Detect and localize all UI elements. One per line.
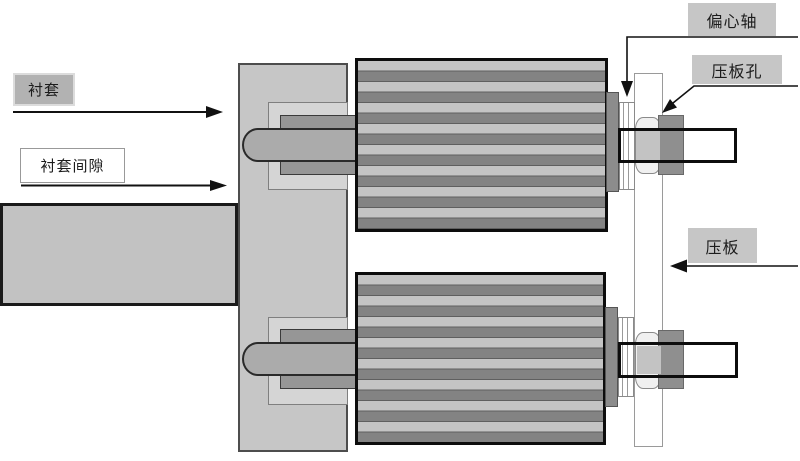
label-eccentric-shaft-text: 偏心轴 <box>706 11 758 31</box>
label-bushing-clearance: 衬套间隙 <box>20 148 125 183</box>
bolt-top <box>242 128 357 162</box>
label-eccentric-shaft: 偏心轴 <box>688 3 776 36</box>
input-shaft <box>0 203 238 306</box>
eccentric-stud-top <box>618 128 737 163</box>
label-bushing-clearance-text: 衬套间隙 <box>40 157 105 175</box>
stud-core-top <box>636 131 660 160</box>
roller-bottom <box>355 272 606 445</box>
label-bushing-text: 衬套 <box>27 81 60 99</box>
bushing-arrow <box>13 106 223 118</box>
spacer-block-top <box>658 115 684 175</box>
bolt-bottom <box>242 342 357 376</box>
stud-core-bottom <box>637 346 661 374</box>
label-pressure-plate: 压板 <box>688 228 757 263</box>
eccentric-stud-bottom <box>618 342 738 378</box>
label-plate-hole: 压板孔 <box>692 55 782 84</box>
roller-top <box>355 58 608 232</box>
label-bushing: 衬套 <box>13 73 75 106</box>
roller-end-cap-bottom <box>605 307 618 407</box>
plate-hole-arrow <box>662 85 798 113</box>
label-pressure-plate-text: 压板 <box>705 237 740 257</box>
label-plate-hole-text: 压板孔 <box>711 61 763 81</box>
